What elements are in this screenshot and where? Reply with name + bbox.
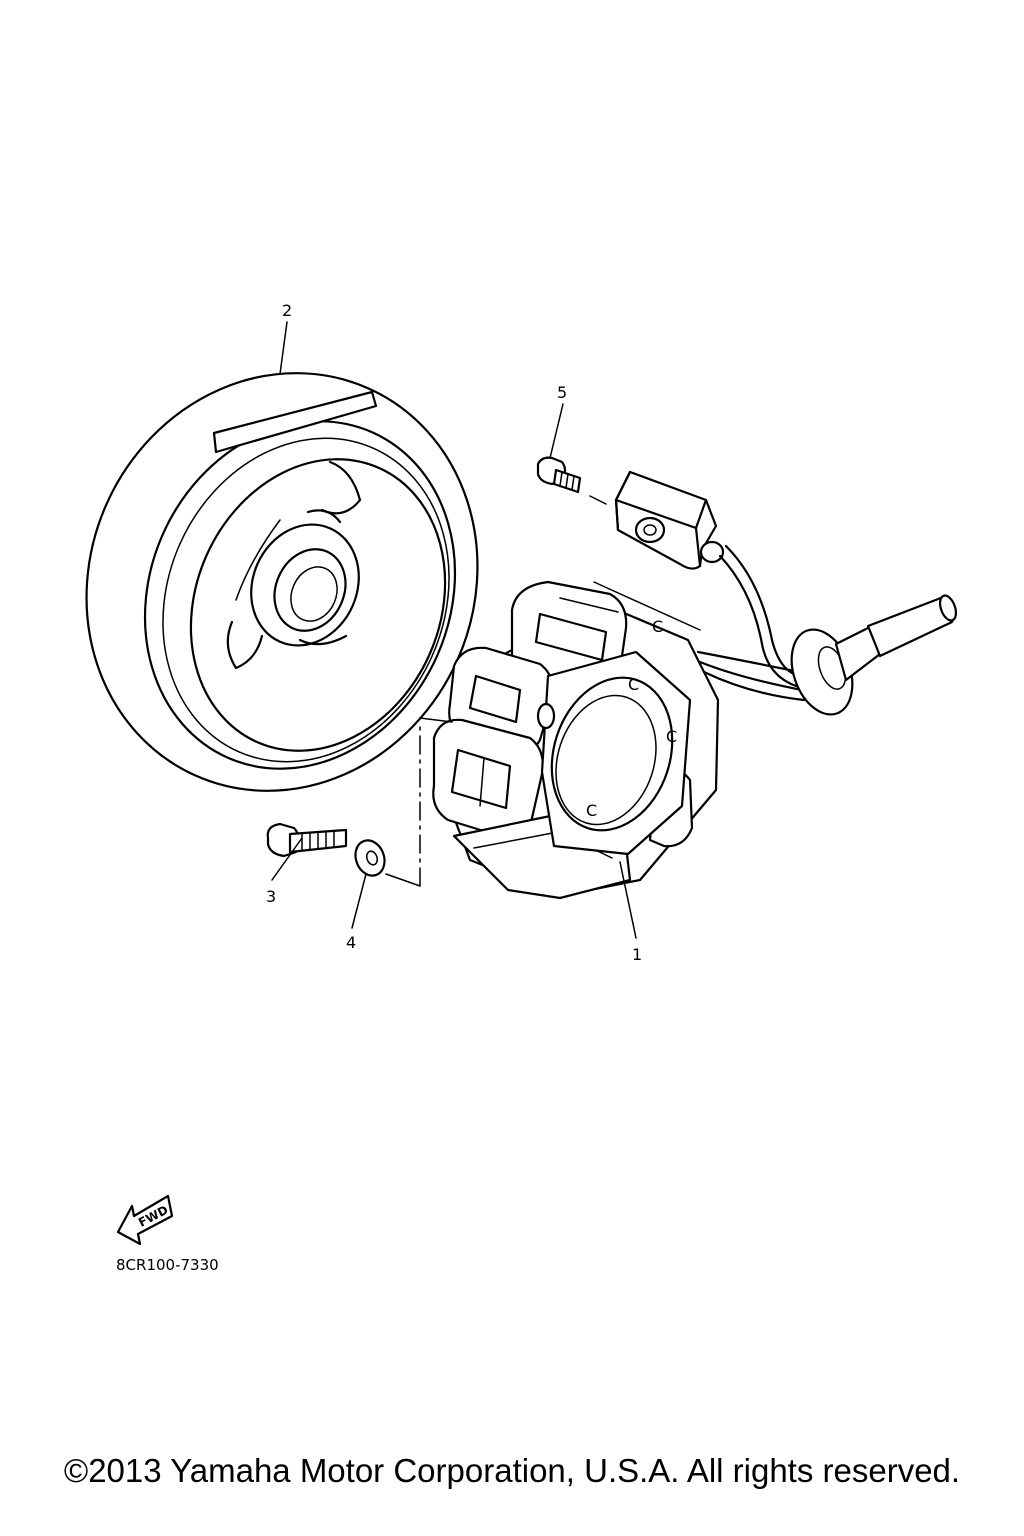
diagram-code: 8CR100-7330: [116, 1256, 219, 1274]
fwd-arrow-icon: FWD: [116, 1194, 174, 1246]
assembly-guide-line: [385, 717, 453, 887]
stator-mark: C: [666, 727, 677, 746]
callout-part-5: 5: [557, 383, 567, 402]
bolt-part-3: [266, 822, 348, 858]
leader-lines: [271, 321, 637, 939]
rotor-flywheel: [85, 372, 479, 792]
stator-mark: C: [652, 617, 663, 636]
callout-part-3: 3: [266, 887, 276, 906]
stator-mark: C: [628, 675, 639, 694]
stator-mark: C: [586, 801, 597, 820]
callout-part-2: 2: [282, 301, 292, 320]
callout-part-1: 1: [632, 945, 642, 964]
copyright-notice: ©2013 Yamaha Motor Corporation, U.S.A. A…: [63, 1452, 961, 1489]
screw-part-5: [536, 456, 607, 505]
washer-part-4: [354, 839, 386, 877]
stator-assembly: C C C C: [432, 580, 720, 900]
pickup-coil-wiring: [614, 470, 958, 716]
callout-part-4: 4: [346, 933, 356, 952]
